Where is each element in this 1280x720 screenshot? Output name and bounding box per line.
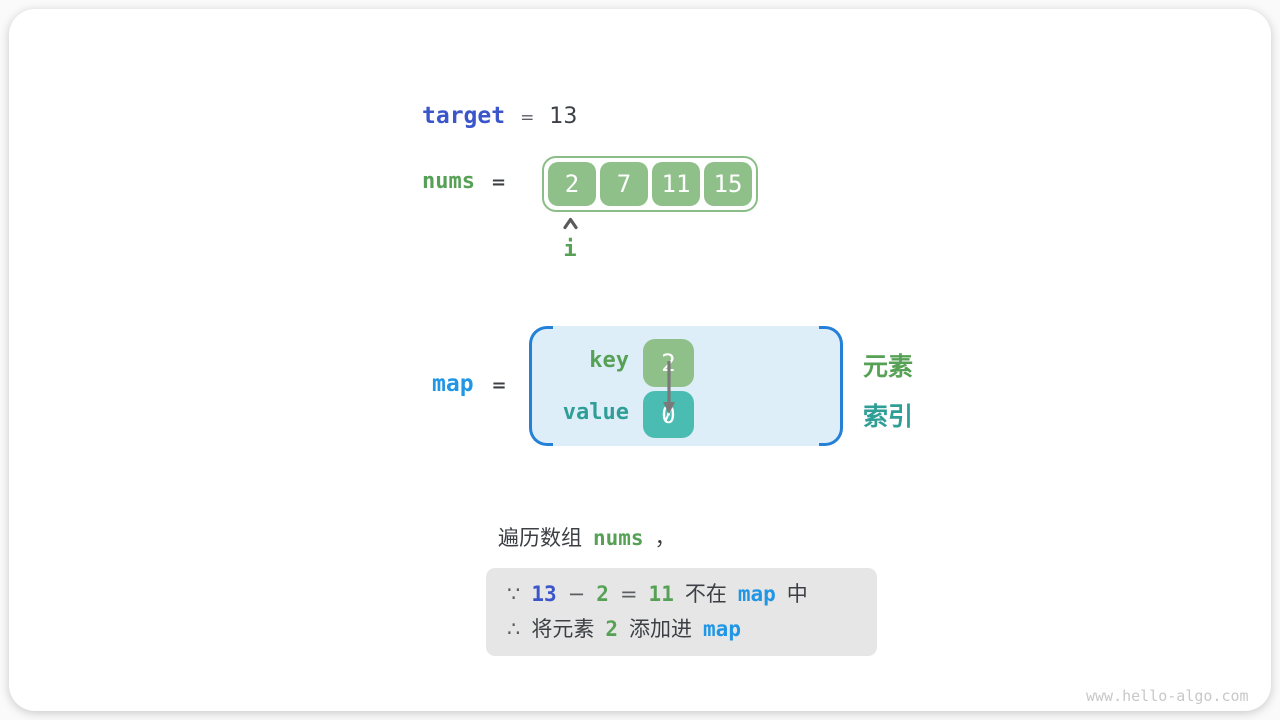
target-label: target: [422, 103, 506, 129]
target-value: 13: [549, 104, 578, 129]
index-pointer-label: i: [563, 237, 577, 262]
caption-nums-code: nums: [593, 526, 644, 550]
note-not-in-text: 不在: [684, 582, 727, 606]
caption-comma: ，: [654, 526, 676, 550]
nums-label-group: nums =: [422, 169, 506, 194]
note-equals-sign: =: [619, 582, 638, 606]
element-side-label: 元素: [863, 352, 914, 381]
array-cell: 15: [704, 162, 752, 206]
array-cell: 2: [548, 162, 596, 206]
value-label: value: [562, 400, 629, 425]
right-bracket-icon: [819, 326, 843, 446]
note-map-code-2: map: [703, 617, 741, 641]
nums-equals-sign: =: [490, 172, 507, 193]
note-box: ∵ 13 − 2 = 11 不在 map 中 ∴ 将元素 2 添加进 map: [486, 568, 877, 656]
note-map-code: map: [737, 582, 776, 606]
up-caret-icon: [558, 217, 582, 230]
note-element-value: 2: [596, 582, 609, 606]
array-cell: 7: [600, 162, 648, 206]
therefore-symbol: ∴: [507, 617, 521, 641]
minus-sign: −: [567, 582, 586, 606]
note-line-2: ∴ 将元素 2 添加进 map: [507, 612, 856, 647]
caption: 遍历数组 nums ，: [498, 522, 676, 552]
caption-text: 遍历数组: [498, 526, 582, 550]
note-element-value-2: 2: [605, 617, 619, 641]
note-target-value: 13: [531, 582, 557, 606]
key-label: key: [589, 348, 629, 373]
array-cell: 11: [652, 162, 700, 206]
diagram-card: target = 13 nums = 2 7 11 15 i map = key…: [9, 9, 1271, 711]
target-equals-sign: =: [520, 108, 535, 128]
map-label: map: [432, 371, 474, 397]
target-row: target = 13: [422, 103, 577, 129]
key-to-value-arrow-icon: [659, 358, 679, 422]
nums-label: nums: [422, 169, 475, 194]
index-side-label: 索引: [863, 402, 914, 431]
map-equals-sign: =: [491, 375, 507, 396]
map-label-group: map =: [432, 371, 507, 397]
watermark: www.hello-algo.com: [1086, 687, 1249, 705]
note-add-suffix-text: 添加进: [629, 617, 693, 641]
left-bracket-icon: [529, 326, 553, 446]
nums-array: 2 7 11 15: [542, 156, 758, 212]
because-symbol: ∵: [507, 582, 521, 606]
note-difference-value: 11: [648, 582, 674, 606]
note-add-prefix-text: 将元素: [531, 617, 595, 641]
note-in-text: 中: [786, 582, 808, 606]
note-line-1: ∵ 13 − 2 = 11 不在 map 中: [507, 577, 856, 612]
